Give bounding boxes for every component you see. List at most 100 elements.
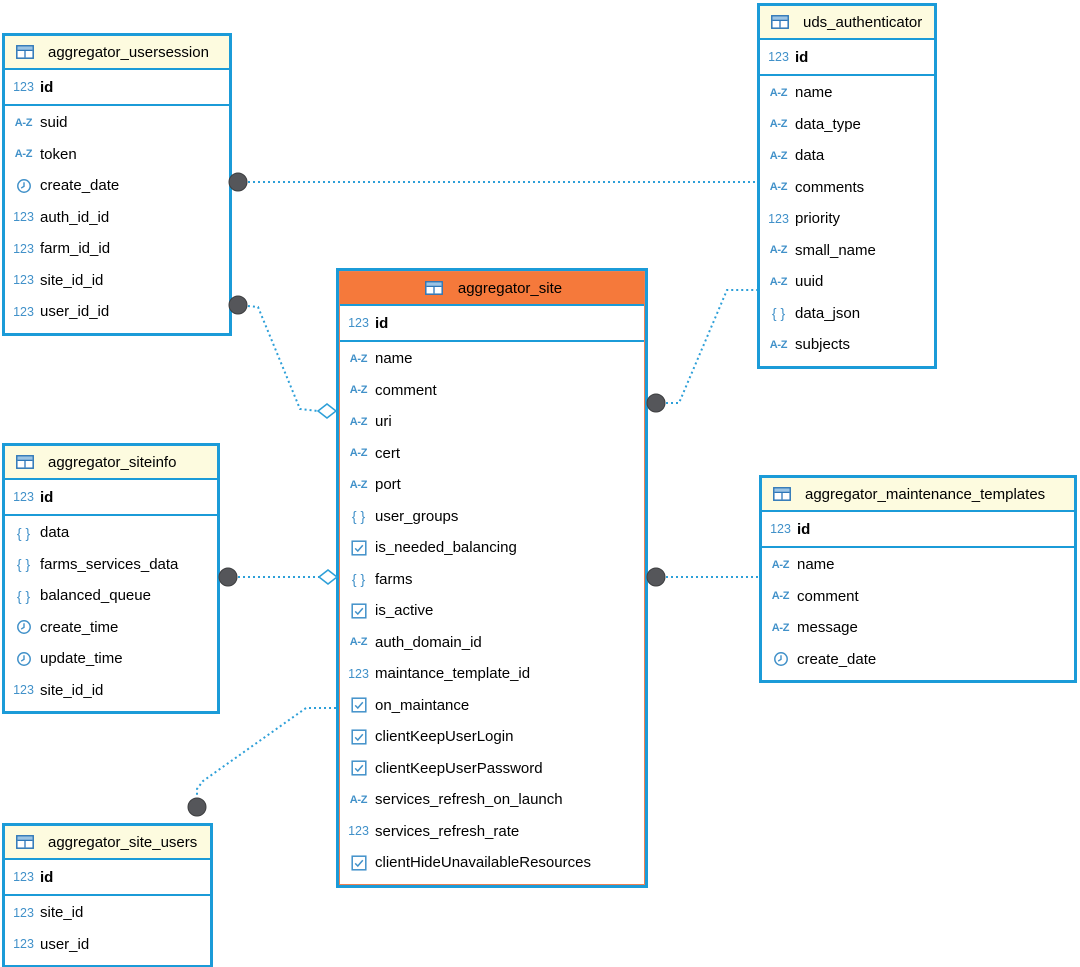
column-is_active[interactable]: is_active — [340, 595, 644, 627]
text-icon: A-Z — [771, 558, 790, 571]
column-create_date[interactable]: create_date — [5, 170, 229, 202]
diamond-end-icon — [316, 403, 338, 419]
column-is_needed_balancing[interactable]: is_needed_balancing — [340, 532, 644, 564]
column-farms[interactable]: { }farms — [340, 564, 644, 596]
table-icon — [767, 15, 792, 29]
diamond-end-icon — [317, 569, 339, 585]
column-site_id_id[interactable]: 123 site_id_id — [5, 675, 217, 707]
datetime-icon — [11, 178, 36, 194]
relationship-aggregator_site--aggregator_site_users[interactable] — [187, 707, 336, 817]
column-farms_services_data[interactable]: { }farms_services_data — [5, 549, 217, 581]
column-update_time[interactable]: update_time — [5, 643, 217, 675]
column-clientHideUnavailableResources[interactable]: clientHideUnavailableResources — [340, 847, 644, 879]
column-label: id — [40, 488, 54, 506]
relationship-aggregator_usersession--uds_authenticator[interactable] — [228, 172, 757, 192]
column-services_refresh_rate[interactable]: 123 services_refresh_rate — [340, 816, 644, 848]
entity-header[interactable]: uds_authenticator — [760, 6, 934, 40]
entity-header[interactable]: aggregator_usersession — [5, 36, 229, 70]
entity-header[interactable]: aggregator_siteinfo — [5, 446, 217, 480]
column-create_time[interactable]: create_time — [5, 612, 217, 644]
relationship-aggregator_site--aggregator_maintenance_templates[interactable] — [646, 567, 759, 587]
column-site_id_id[interactable]: 123 site_id_id — [5, 265, 229, 297]
column-balanced_queue[interactable]: { }balanced_queue — [5, 580, 217, 612]
column-create_date[interactable]: create_date — [762, 644, 1074, 676]
relationship-aggregator_site--uds_authenticator[interactable] — [646, 289, 757, 413]
dot-end-icon — [646, 567, 666, 587]
column-name[interactable]: A-Z name — [762, 549, 1074, 581]
column-on_maintance[interactable]: on_maintance — [340, 690, 644, 722]
column-label: site_id_id — [40, 681, 104, 699]
column-clientKeepUserPassword[interactable]: clientKeepUserPassword — [340, 753, 644, 785]
column-data_json[interactable]: { }data_json — [760, 298, 934, 330]
number-icon: 123 — [13, 683, 34, 698]
column-user_groups[interactable]: { }user_groups — [340, 501, 644, 533]
column-label: comments — [795, 178, 865, 196]
number-icon: 123 — [348, 824, 369, 839]
entity-header[interactable]: aggregator_site_users — [5, 826, 210, 860]
entity-header[interactable]: aggregator_maintenance_templates — [762, 478, 1074, 512]
number-icon: 123 — [348, 666, 369, 681]
column-label: is_active — [375, 602, 434, 620]
text-icon: A-Z — [769, 86, 788, 99]
column-data[interactable]: { }data — [5, 517, 217, 549]
column-label: site_id_id — [40, 271, 104, 289]
column-label: farm_id_id — [40, 240, 111, 258]
relationship-aggregator_siteinfo--aggregator_site[interactable] — [218, 567, 339, 587]
column-label: user_id_id — [40, 303, 110, 321]
entity-title: aggregator_site_users — [48, 833, 198, 851]
number-icon: 123 — [13, 273, 34, 288]
relationship-aggregator_usersession--aggregator_site[interactable] — [228, 295, 338, 419]
column-label: port — [375, 476, 401, 494]
text-icon: A-Z — [349, 415, 368, 428]
table-icon — [12, 45, 37, 59]
column-label: services_refresh_rate — [375, 822, 520, 840]
text-icon: A-Z — [769, 149, 788, 162]
column-clientKeepUserLogin[interactable]: clientKeepUserLogin — [340, 721, 644, 753]
relationship-line — [237, 304, 319, 412]
column-label: id — [40, 868, 54, 886]
json-icon: { } — [351, 508, 366, 525]
entity-header[interactable]: aggregator_site — [340, 272, 644, 306]
entity-title: aggregator_siteinfo — [48, 453, 177, 471]
column-label: name — [797, 556, 835, 574]
column-label: subjects — [795, 336, 851, 354]
